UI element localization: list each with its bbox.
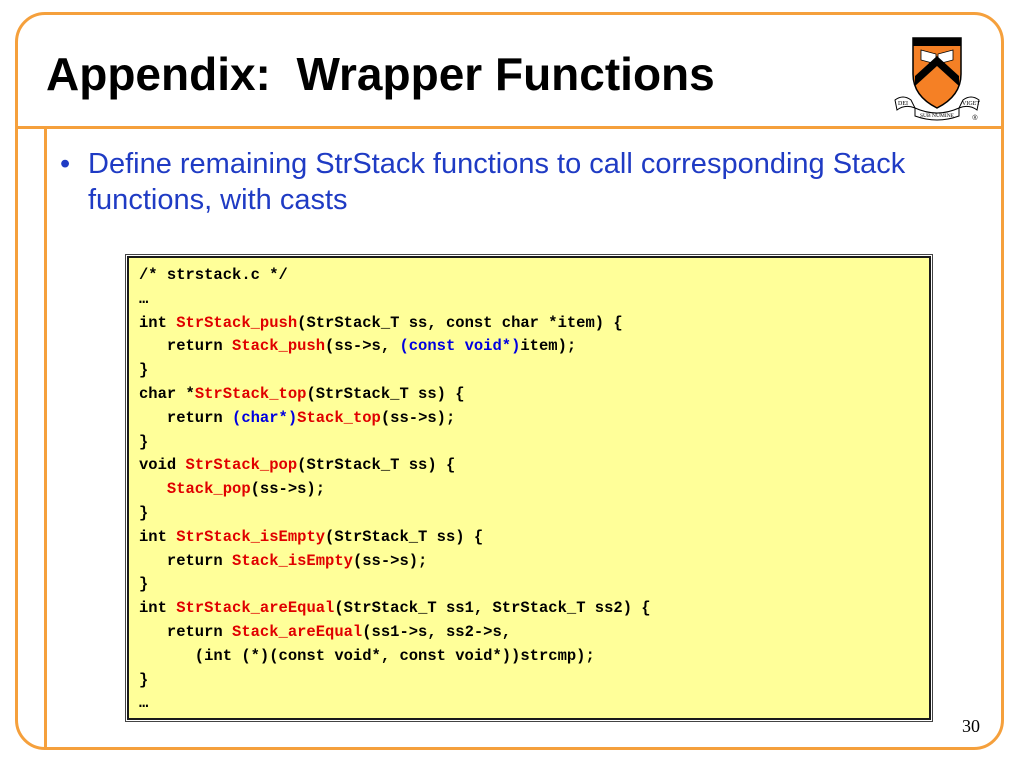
code-token: StrStack_pop	[185, 456, 298, 475]
bullet-marker: •	[60, 148, 71, 180]
code-token: return	[139, 622, 233, 641]
code-token: Stack_isEmpty	[232, 551, 353, 570]
code-token: (ss->s);	[352, 551, 428, 570]
code-line: }	[139, 669, 919, 693]
title-divider	[15, 126, 1004, 129]
code-line: …	[139, 692, 919, 716]
code-token: (char*)	[232, 408, 298, 427]
code-token: }	[139, 361, 149, 380]
bullet-text: Define remaining StrStack functions to c…	[88, 148, 906, 216]
code-line: …	[139, 288, 919, 312]
code-line: void StrStack_pop(StrStack_T ss) {	[139, 454, 919, 478]
left-margin-rule	[44, 126, 47, 750]
code-line: int StrStack_push(StrStack_T ss, const c…	[139, 312, 919, 336]
code-token: Stack_push	[232, 337, 326, 356]
code-token	[139, 480, 167, 498]
code-line: char *StrStack_top(StrStack_T ss) {	[139, 383, 919, 407]
code-token: (int (*)(const void*, const void*))strcm…	[139, 646, 595, 665]
code-token: }	[139, 670, 149, 689]
code-line: /* strstack.c */	[139, 264, 919, 288]
code-token: StrStack_push	[176, 313, 298, 332]
code-token: (StrStack_T ss) {	[325, 527, 484, 546]
code-line: int StrStack_areEqual(StrStack_T ss1, St…	[139, 597, 919, 621]
code-token: Stack_areEqual	[232, 622, 363, 641]
code-token: return	[139, 551, 233, 570]
bullet-list: • Define remaining StrStack functions to…	[60, 146, 980, 218]
code-token: }	[139, 575, 149, 594]
code-token: (StrStack_T ss, const char *item) {	[297, 313, 623, 332]
code-token: (const void*)	[399, 337, 521, 356]
code-token: }	[139, 432, 149, 451]
slide-title: Appendix: Wrapper Functions	[46, 48, 715, 100]
code-token: StrStack_areEqual	[176, 599, 335, 618]
logo-motto-center: SUB NUMINE	[920, 113, 955, 119]
code-token: (ss->s);	[380, 408, 456, 427]
code-token: …	[139, 694, 149, 713]
code-token: Stack_top	[297, 408, 381, 427]
code-line: Stack_pop(ss->s);	[139, 478, 919, 502]
code-token: }	[139, 503, 149, 522]
code-token: int	[139, 313, 177, 332]
code-line: }	[139, 431, 919, 455]
code-token: (StrStack_T ss1, StrStack_T ss2) {	[334, 599, 651, 618]
code-token: (ss->s);	[250, 480, 326, 499]
code-token: (StrStack_T ss) {	[306, 384, 465, 403]
code-line: }	[139, 502, 919, 526]
code-token: void	[139, 456, 186, 475]
page-number: 30	[962, 716, 980, 736]
code-line: }	[139, 359, 919, 383]
logo-motto-left: DEI	[898, 101, 908, 107]
code-line: return Stack_areEqual(ss1->s, ss2->s,	[139, 621, 919, 645]
logo-motto-right: VIGET	[962, 101, 980, 107]
princeton-shield-icon: DEI SUB NUMINE VIGET ®	[894, 37, 980, 122]
code-line: }	[139, 573, 919, 597]
code-token: Stack_pop	[166, 480, 251, 499]
code-line: return (char*)Stack_top(ss->s);	[139, 407, 919, 431]
code-token: (StrStack_T ss) {	[297, 456, 456, 475]
code-block: /* strstack.c */…int StrStack_push(StrSt…	[127, 256, 931, 720]
code-token: return	[139, 408, 233, 427]
code-token: int	[139, 527, 177, 546]
code-token: item);	[520, 337, 577, 356]
code-token: StrStack_top	[194, 384, 307, 403]
code-token: /* strstack.c */	[139, 266, 288, 284]
code-line: int StrStack_isEmpty(StrStack_T ss) {	[139, 526, 919, 550]
code-line: (int (*)(const void*, const void*))strcm…	[139, 645, 919, 669]
code-token: (ss->s,	[325, 337, 400, 356]
code-token: …	[139, 289, 149, 308]
code-token: StrStack_isEmpty	[176, 527, 326, 546]
slide-frame	[15, 12, 1004, 750]
code-line: return Stack_isEmpty(ss->s);	[139, 550, 919, 574]
code-token: char *	[139, 384, 195, 403]
code-token: return	[139, 337, 233, 356]
code-token: int	[139, 599, 177, 618]
logo-registered-mark: ®	[972, 114, 978, 122]
code-line: return Stack_push(ss->s, (const void*)it…	[139, 335, 919, 359]
bullet-item: • Define remaining StrStack functions to…	[60, 146, 980, 218]
code-token: (ss1->s, ss2->s,	[362, 622, 512, 641]
